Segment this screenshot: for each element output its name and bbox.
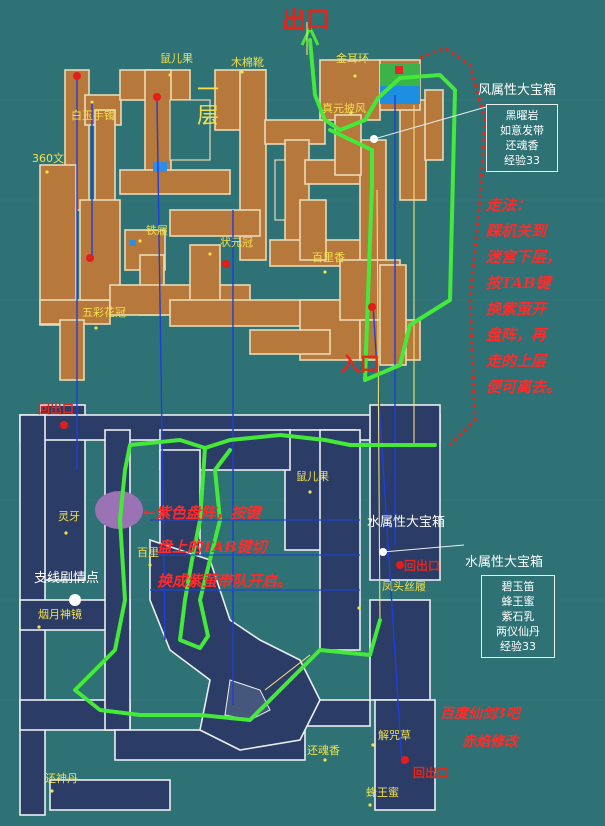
item-label: 360文	[32, 152, 64, 165]
item-label: 烟月神镜	[38, 608, 82, 621]
water-chest-title: 水属性大宝箱	[465, 555, 544, 570]
water-chest-mid-title: 水属性大宝箱	[367, 515, 446, 530]
route-tip-note: 走法： 踩机关到 迷宫下层， 按TAB键 换紫萤开 盘阵，再 走的上层 便可离去…	[486, 196, 562, 396]
item-label: 解咒草	[378, 729, 411, 742]
lower-cave	[149, 538, 321, 751]
item-label: 百里	[137, 546, 159, 559]
side-quest-label: 支线剧情点	[34, 571, 100, 586]
item-label: 真元披风	[322, 102, 366, 115]
wind-chest-contents: 黑曜岩 如意发带 还魂香 经验33	[486, 104, 558, 172]
water-chest-contents: 碧玉笛 蜂王蜜 紫石乳 两仪仙丹 经验33	[481, 575, 555, 658]
item-label: 凤头丝履	[382, 580, 426, 593]
walking-route	[73, 38, 457, 722]
return-exit-label: 回出口	[38, 402, 75, 416]
exit-label: 出口	[282, 5, 330, 34]
item-label: 灵牙	[58, 510, 80, 523]
item-label: 状元冠	[220, 236, 253, 249]
item-label: 金耳环	[336, 52, 369, 65]
item-label: 鼠儿果	[296, 470, 329, 483]
item-label: 百里香	[312, 251, 345, 264]
item-label: 木棉靴	[231, 56, 264, 69]
item-label: 五彩花冠	[82, 306, 126, 319]
item-label: 白玉手镯	[71, 109, 115, 122]
upper-floor-corridors	[39, 59, 444, 381]
item-label: 铁履	[146, 224, 168, 237]
entrance-label: 入口	[340, 352, 380, 376]
red-dotted-route	[419, 46, 487, 447]
item-label: 还魂香	[307, 744, 340, 757]
item-label: 蜂王蜜	[366, 786, 399, 799]
purple-formation-note: ←紫色盘阵，按键 盘上的TAB键切 换成紫萤带队开启。	[143, 504, 293, 590]
return-exit-label: 回出口	[404, 559, 441, 573]
return-exit-label: 回出口	[413, 766, 450, 780]
floor-title: 一层	[196, 78, 219, 129]
item-label: 鼠儿果	[160, 52, 193, 65]
item-label: 还神丹	[45, 772, 78, 785]
credit-note: 百度仙剑3吧 赤焰修改	[440, 706, 520, 750]
lower-floor-rooms	[19, 404, 441, 816]
wind-chest-title: 风属性大宝箱	[478, 83, 557, 98]
